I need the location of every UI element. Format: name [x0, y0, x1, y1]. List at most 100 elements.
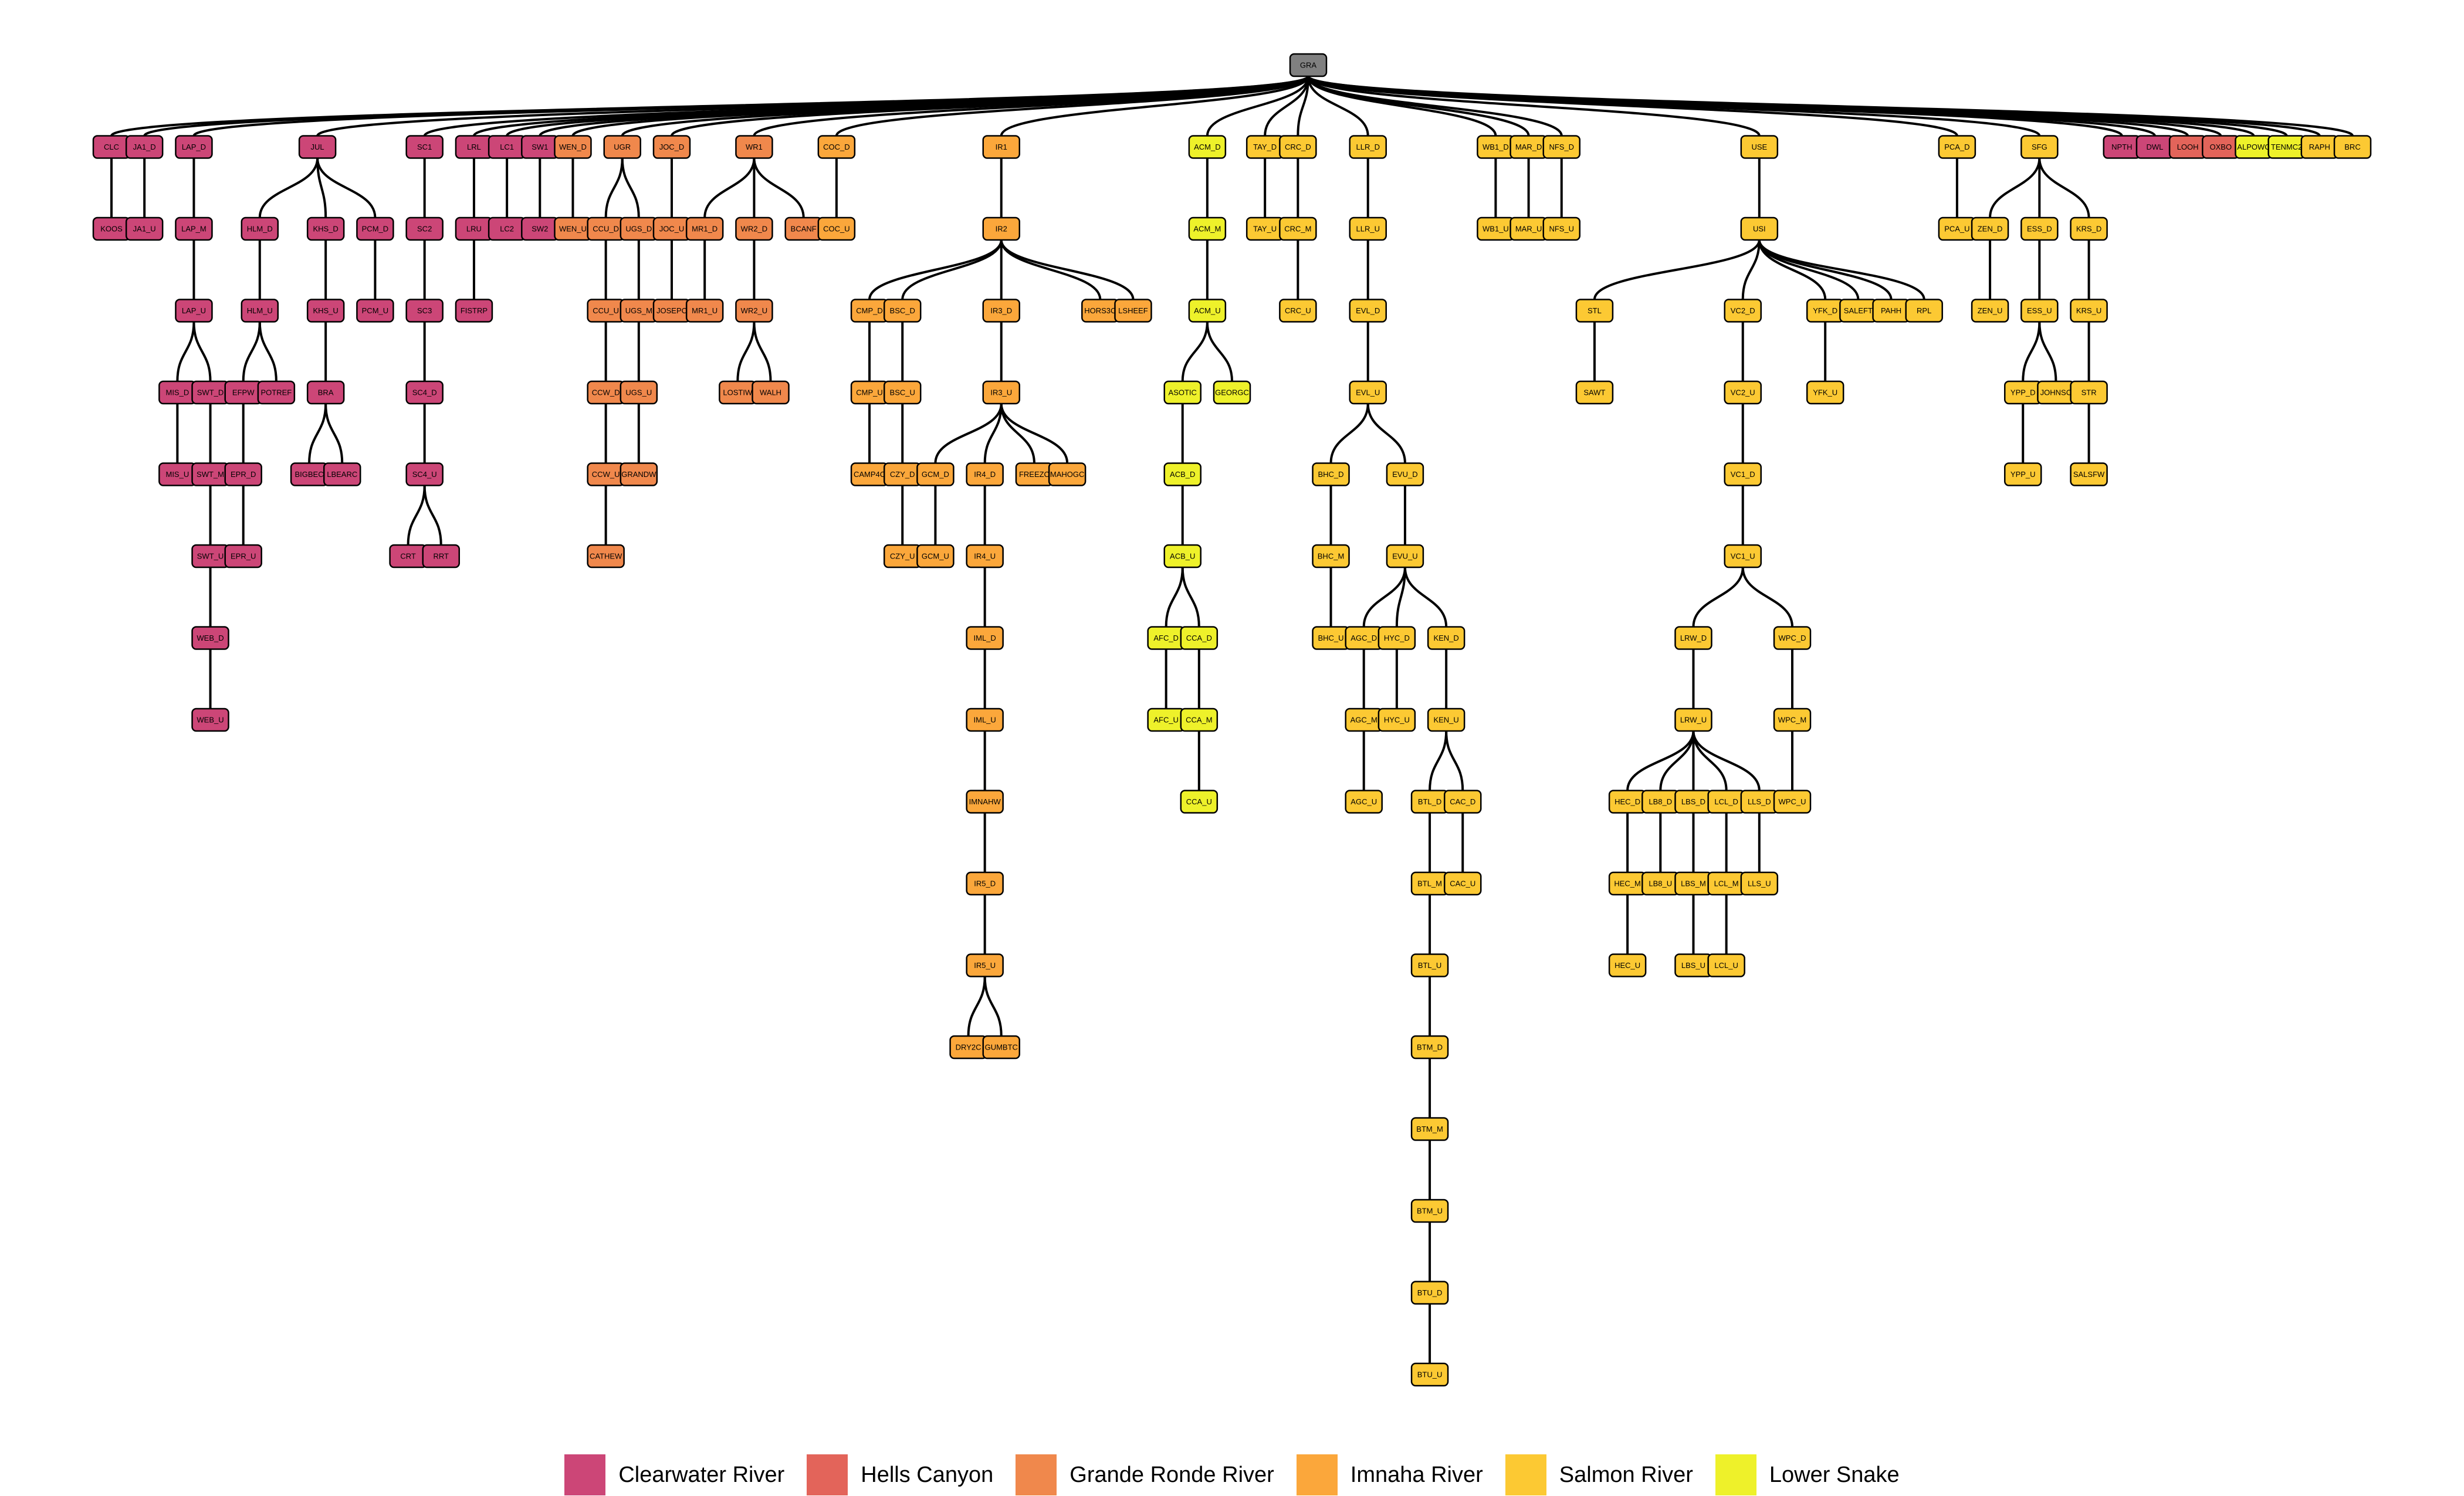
- node-box: [1114, 299, 1152, 323]
- tree-node-bhc-m: BHC_M: [1312, 544, 1350, 568]
- node-label: BIGBEC: [295, 470, 323, 479]
- node-label: CRC_D: [1285, 143, 1311, 151]
- tree-node-hlm-u: HLM_U: [241, 299, 279, 323]
- node-label: BTL_D: [1418, 797, 1441, 806]
- node-label: ZEN_D: [1978, 225, 2003, 233]
- tree-node-vc2-u: VC2_U: [1724, 380, 1762, 405]
- node-box: [1724, 462, 1762, 486]
- node-label: HLM_D: [247, 225, 273, 233]
- node-label: RPL: [1917, 306, 1931, 315]
- tree-node-ir3-d: IR3_D: [982, 299, 1021, 323]
- node-label: ASOTIC: [1169, 388, 1197, 397]
- tree-node-yfk-u: YFK_U: [1806, 380, 1844, 405]
- tree-node-bsc-u: BSC_U: [883, 380, 922, 405]
- tree-node-mahogc: MAHOGC: [1048, 462, 1087, 486]
- tree-node-ypp-u: YPP_U: [2003, 462, 2042, 486]
- tree-node-evu-u: EVU_U: [1386, 544, 1424, 568]
- tree-edge: [1758, 239, 1827, 300]
- tree-node-bhc-u: BHC_U: [1312, 626, 1350, 650]
- node-box: [405, 135, 444, 159]
- node-box: [175, 299, 213, 323]
- node-box: [191, 626, 229, 650]
- tree-node-joc-d: JOC_D: [652, 135, 691, 159]
- tree-edge: [423, 485, 442, 546]
- node-box: [1386, 462, 1424, 486]
- tree-node-lcl-u: LCL_U: [1707, 953, 1745, 977]
- tree-node-lbs-d: LBS_D: [1674, 790, 1712, 814]
- node-label: LOSTIW: [723, 388, 753, 397]
- node-box: [1443, 871, 1482, 896]
- legend: Clearwater River Hells Canyon Grande Ron…: [0, 1454, 2464, 1496]
- node-label: RRT: [434, 552, 449, 561]
- node-label: YFK_U: [1813, 388, 1837, 397]
- tree-edge: [192, 321, 212, 382]
- node-label: LLS_D: [1748, 797, 1771, 806]
- node-box: [652, 135, 691, 159]
- tree-node-ess-d: ESS_D: [2020, 216, 2059, 241]
- node-label: RAPH: [2309, 143, 2330, 151]
- node-label: LCL_M: [1714, 879, 1739, 888]
- tree-node-crc-m: CRC_M: [1279, 216, 1317, 241]
- node-label: STR: [2081, 388, 2097, 397]
- node-label: PCM_D: [362, 225, 389, 233]
- tree-node-efpw: EFPW: [224, 380, 262, 405]
- node-label: BSC_D: [890, 306, 915, 315]
- tree-node-btm-d: BTM_D: [1410, 1035, 1449, 1060]
- node-label: IR3_D: [990, 306, 1012, 315]
- tree-edge: [1181, 321, 1209, 382]
- node-box: [356, 216, 394, 241]
- node-label: ACB_D: [1170, 470, 1195, 479]
- node-box: [2020, 216, 2059, 241]
- node-label: CCW_U: [592, 470, 620, 479]
- tree-node-ja1-d: JA1_D: [125, 135, 164, 159]
- tree-node-potref: POTREF: [257, 380, 296, 405]
- tree-edge: [1692, 567, 1744, 627]
- node-box: [1349, 380, 1387, 405]
- node-box: [1180, 790, 1219, 814]
- node-label: NFS_U: [1549, 225, 1574, 233]
- node-label: LLS_U: [1748, 879, 1771, 888]
- tree-node-acb-u: ACB_U: [1163, 544, 1201, 568]
- node-box: [1188, 216, 1227, 241]
- node-box: [982, 299, 1021, 323]
- tree-node-oxbo: OXBO: [2202, 135, 2240, 159]
- tree-edge: [1395, 567, 1406, 627]
- legend-label: Lower Snake: [1769, 1462, 1900, 1487]
- tree-edge: [242, 321, 261, 382]
- tree-node-cmp-u: CMP_U: [850, 380, 889, 405]
- tree-node-camp4c: CAMP4C: [850, 462, 889, 486]
- node-box: [1724, 299, 1762, 323]
- node-label: ZEN_U: [1978, 306, 2003, 315]
- tree-node-npth: NPTH: [2103, 135, 2141, 159]
- node-label: WPC_U: [1779, 797, 1806, 806]
- tree-node-brc: BRC: [2333, 135, 2372, 159]
- tree-node-lb8-d: LB8_D: [1641, 790, 1680, 814]
- node-label: ESS_U: [2027, 306, 2052, 315]
- legend-swatch: [1016, 1454, 1057, 1495]
- node-label: IR5_U: [974, 961, 996, 970]
- node-label: TENMC2: [2271, 143, 2302, 151]
- node-label: BRA: [318, 388, 334, 397]
- node-label: SW2: [532, 225, 548, 233]
- node-label: LC1: [500, 143, 514, 151]
- node-label: NFS_D: [1549, 143, 1574, 151]
- node-box: [685, 216, 724, 241]
- node-label: CCA_M: [1186, 716, 1213, 725]
- tree-node-mr1-u: MR1_U: [685, 299, 724, 323]
- node-box: [1806, 380, 1844, 405]
- tree-edge: [1626, 730, 1695, 791]
- tree-node-acm-m: ACM_M: [1188, 216, 1227, 241]
- tree-node-ken-u: KEN_U: [1427, 708, 1465, 732]
- tree-node-ugr: UGR: [603, 135, 641, 159]
- tree-edge: [2022, 321, 2041, 382]
- tree-node-khs-u: KHS_U: [306, 299, 345, 323]
- tree-node-swt-m: SWT_M: [191, 462, 229, 486]
- legend-swatch: [1505, 1454, 1546, 1495]
- tree-node-use: USE: [1740, 135, 1779, 159]
- tree-node-btm-u: BTM_U: [1410, 1199, 1449, 1223]
- node-label: WEB_U: [197, 716, 224, 725]
- tree-node-sc4-d: SC4_D: [405, 380, 444, 405]
- tree-edge: [2038, 158, 2090, 218]
- tree-edge: [1659, 730, 1695, 791]
- node-box: [1971, 216, 2009, 241]
